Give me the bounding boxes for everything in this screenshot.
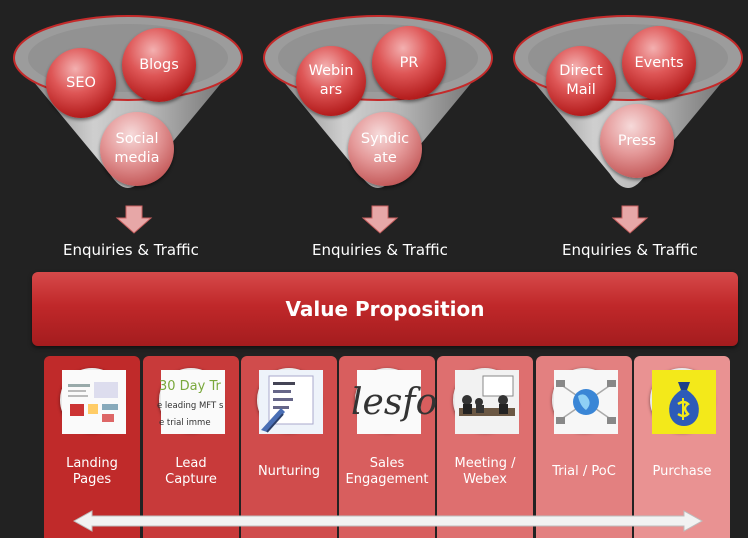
- ball-webinars: Webin ars: [296, 46, 366, 116]
- value-proposition-label: Value Proposition: [285, 297, 485, 321]
- value-proposition-bar: Value Proposition: [32, 272, 738, 346]
- funnel-2: Webin ars PR Syndic ate: [260, 6, 496, 202]
- stage-sales-engagement: lesfo Sales Engagement: [339, 356, 437, 538]
- ball-events: Events: [622, 26, 696, 100]
- stage-trial-poc: Trial / PoC: [536, 356, 632, 538]
- salesforce-logo-icon: lesfo: [351, 368, 437, 434]
- stage-label: Trial / PoC: [552, 464, 616, 479]
- money-bag-icon: [650, 368, 716, 434]
- ball-seo: SEO: [46, 48, 116, 118]
- ball-press: Press: [600, 104, 674, 178]
- stage-label: Landing Pages: [66, 456, 118, 487]
- stage-purchase: Purchase: [634, 356, 730, 538]
- stage-label: Meeting / Webex: [454, 456, 516, 487]
- stage-nurturing: Nurturing: [241, 356, 337, 538]
- stage-label: Nurturing: [257, 464, 321, 479]
- lead-capture-thumbnail-icon: 30 Day Tr e leading MFT s e trial imme: [157, 368, 225, 434]
- ball-syndicate: Syndic ate: [348, 112, 422, 186]
- down-arrow-2: [361, 205, 399, 234]
- ball-pr: PR: [372, 26, 446, 100]
- funnel-1: SEO Blogs Social media: [10, 6, 246, 202]
- timeline-double-arrow: [72, 510, 704, 532]
- stage-label: Lead Capture: [165, 456, 217, 487]
- stage-meeting-webex: Meeting / Webex: [437, 356, 533, 538]
- email-inbox-icon: [257, 368, 323, 434]
- down-arrow-1: [115, 205, 153, 234]
- ball-blogs: Blogs: [122, 28, 196, 102]
- meeting-room-icon: [453, 368, 519, 434]
- down-arrow-3: [611, 205, 649, 234]
- salesforce-logo-text: lesfo: [351, 382, 437, 423]
- funnel-2-output: Enquiries & Traffic: [312, 241, 448, 259]
- lead-capture-body-text: e leading MFT s: [157, 401, 224, 411]
- funnel-1-output: Enquiries & Traffic: [63, 241, 199, 259]
- stage-lead-capture: 30 Day Tr e leading MFT s e trial imme L…: [143, 356, 239, 538]
- funnel-3: Direct Mail Events Press: [510, 6, 746, 202]
- landing-pages-thumbnail-icon: [60, 368, 126, 434]
- lead-capture-title-text: 30 Day Tr: [159, 379, 222, 394]
- stage-label: Purchase: [652, 464, 712, 479]
- globe-network-icon: [552, 368, 618, 434]
- stage-landing-pages: Landing Pages: [44, 356, 140, 538]
- stage-label: Sales Engagement: [345, 456, 429, 487]
- ball-direct-mail: Direct Mail: [546, 46, 616, 116]
- funnel-3-output: Enquiries & Traffic: [562, 241, 698, 259]
- ball-social-media: Social media: [100, 112, 174, 186]
- lead-capture-body-text-2: e trial imme: [159, 418, 211, 428]
